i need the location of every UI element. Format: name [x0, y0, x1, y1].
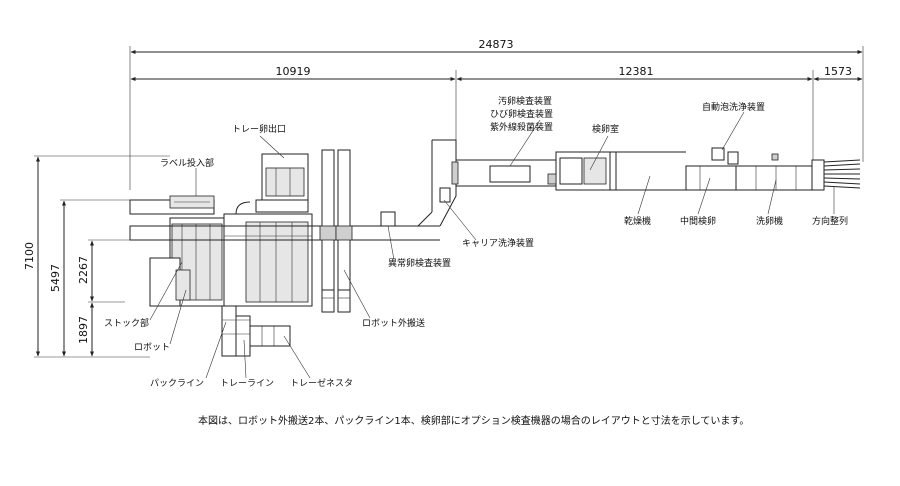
- dim-height-total: 7100: [23, 242, 36, 270]
- dim-seg3: 1573: [824, 65, 852, 78]
- label-carrier-wash: キャリア洗浄装置: [462, 237, 534, 249]
- label-stock: ストック部: [104, 317, 149, 329]
- dim-height-mid: 5497: [49, 264, 62, 292]
- machine-layout: [129, 139, 861, 357]
- label-crack-egg: ひび卵検査装置: [490, 108, 553, 120]
- label-auto-foam-wash: 自動泡洗浄装置: [702, 101, 765, 113]
- tray-line-unit: [235, 315, 251, 357]
- labels: トレー卵出口 ラベル投入部 汚卵検査装置 ひび卵検査装置 紫外線殺菌装置 検卵室…: [104, 95, 848, 389]
- label-dryer: 乾燥機: [624, 215, 651, 227]
- label-uv-sterilize: 紫外線殺菌装置: [490, 121, 553, 133]
- label-inspection-room: 検卵室: [592, 123, 619, 135]
- label-dirty-egg: 汚卵検査装置: [498, 95, 552, 107]
- label-mid-inspection: 中間検卵: [680, 215, 716, 227]
- dim-height-lower: 1897: [77, 316, 90, 344]
- dim-height-upper: 2267: [77, 256, 90, 284]
- label-abnormal-egg: 異常卵検査装置: [388, 257, 451, 269]
- dim-seg2: 12381: [619, 65, 654, 78]
- leader-lines: [149, 111, 835, 379]
- dim-total: 24873: [479, 38, 514, 51]
- label-tray-stacker: トレーゼネスタ: [290, 377, 353, 389]
- top-dimensions: 24873 10919 12381 1573: [129, 38, 864, 190]
- label-robot-transfer: ロボット外搬送: [362, 317, 425, 329]
- auto-foam-wash-box: [711, 147, 725, 161]
- abnormal-egg-box: [380, 211, 396, 227]
- orientation-unit: [823, 159, 861, 189]
- transfer-column-1: [321, 149, 335, 291]
- dim-seg1: 10919: [276, 65, 311, 78]
- mid-inspection-unit: [685, 165, 737, 191]
- robot-block: [149, 257, 181, 307]
- label-label-input: ラベル投入部: [160, 157, 214, 169]
- washer-unit: [735, 165, 813, 191]
- caption: 本図は、ロボット外搬送2本、パックライン1本、検卵部にオプション検査機器の場合の…: [198, 414, 749, 427]
- inspection-tunnel: [489, 165, 531, 183]
- pack-line-unit: [221, 305, 237, 357]
- label-orientation: 方向整列: [812, 215, 848, 227]
- tray-stacker-unit: [249, 325, 291, 347]
- label-robot: ロボット: [134, 342, 170, 353]
- label-pack-line: パックライン: [150, 378, 204, 389]
- transfer-column-2: [337, 149, 351, 291]
- label-washer: 洗卵機: [756, 215, 783, 227]
- label-tray-egg-outlet: トレー卵出口: [232, 123, 286, 135]
- label-tray-line: トレーライン: [220, 378, 274, 389]
- left-dimensions: 7100 5497 2267 1897: [23, 155, 170, 358]
